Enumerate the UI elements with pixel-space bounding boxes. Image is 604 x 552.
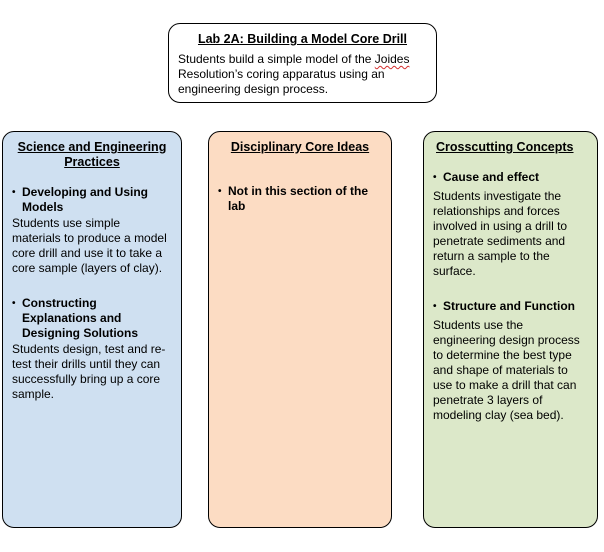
section-body: Students use simple materials to produce… — [12, 216, 167, 275]
column-disciplinary-core-ideas: Disciplinary Core Ideas • Not in this se… — [208, 131, 392, 528]
section-body: Students investigate the relationships a… — [433, 189, 568, 278]
lab-description-after: Resolution’s coring apparatus using an e… — [178, 67, 385, 96]
section-heading: • Constructing Explanations and Designin… — [12, 296, 172, 341]
column-header: Crosscutting Concepts — [436, 140, 574, 154]
column-crosscutting-concepts: Crosscutting Concepts • Cause and effect… — [423, 131, 598, 528]
lab-title-box: Lab 2A: Building a Model Core Drill Stud… — [168, 23, 437, 103]
bullet-icon: • — [12, 298, 16, 309]
section-heading: • Structure and Function — [433, 299, 588, 314]
column-science-engineering-practices: Science and Engineering Practices • Deve… — [2, 131, 182, 528]
lab-description: Students build a simple model of the Joi… — [178, 52, 427, 97]
bullet-icon: • — [433, 301, 437, 312]
column-header: Disciplinary Core Ideas — [230, 140, 370, 154]
lab-description-before: Students build a simple model of the — [178, 52, 375, 66]
bullet-icon: • — [218, 186, 222, 197]
bullet-icon: • — [433, 172, 437, 183]
section-heading-text: Not in this section of the lab — [228, 184, 368, 213]
section-heading-text: Developing and Using Models — [22, 185, 149, 214]
misspelled-word: Joides — [374, 52, 410, 66]
section-heading: • Cause and effect — [433, 170, 588, 185]
section-structure-and-function: • Structure and Function Students use th… — [433, 299, 588, 423]
lab-title: Lab 2A: Building a Model Core Drill — [197, 32, 408, 46]
section-body: Students use the engineering design proc… — [433, 318, 580, 422]
section-heading: • Developing and Using Models — [12, 185, 172, 215]
section-heading: • Not in this section of the lab — [218, 184, 382, 214]
section-cause-and-effect: • Cause and effect Students investigate … — [433, 170, 588, 279]
section-constructing-explanations: • Constructing Explanations and Designin… — [12, 296, 172, 402]
section-body: Students design, test and re-test their … — [12, 342, 166, 401]
section-heading-text: Cause and effect — [443, 170, 540, 184]
section-heading-text: Constructing Explanations and Designing … — [22, 296, 138, 340]
section-not-in-this-section: • Not in this section of the lab — [218, 184, 382, 214]
bullet-icon: • — [12, 187, 16, 198]
section-heading-text: Structure and Function — [443, 299, 575, 313]
column-header: Science and Engineering Practices — [17, 140, 167, 169]
section-developing-and-using-models: • Developing and Using Models Students u… — [12, 185, 172, 276]
